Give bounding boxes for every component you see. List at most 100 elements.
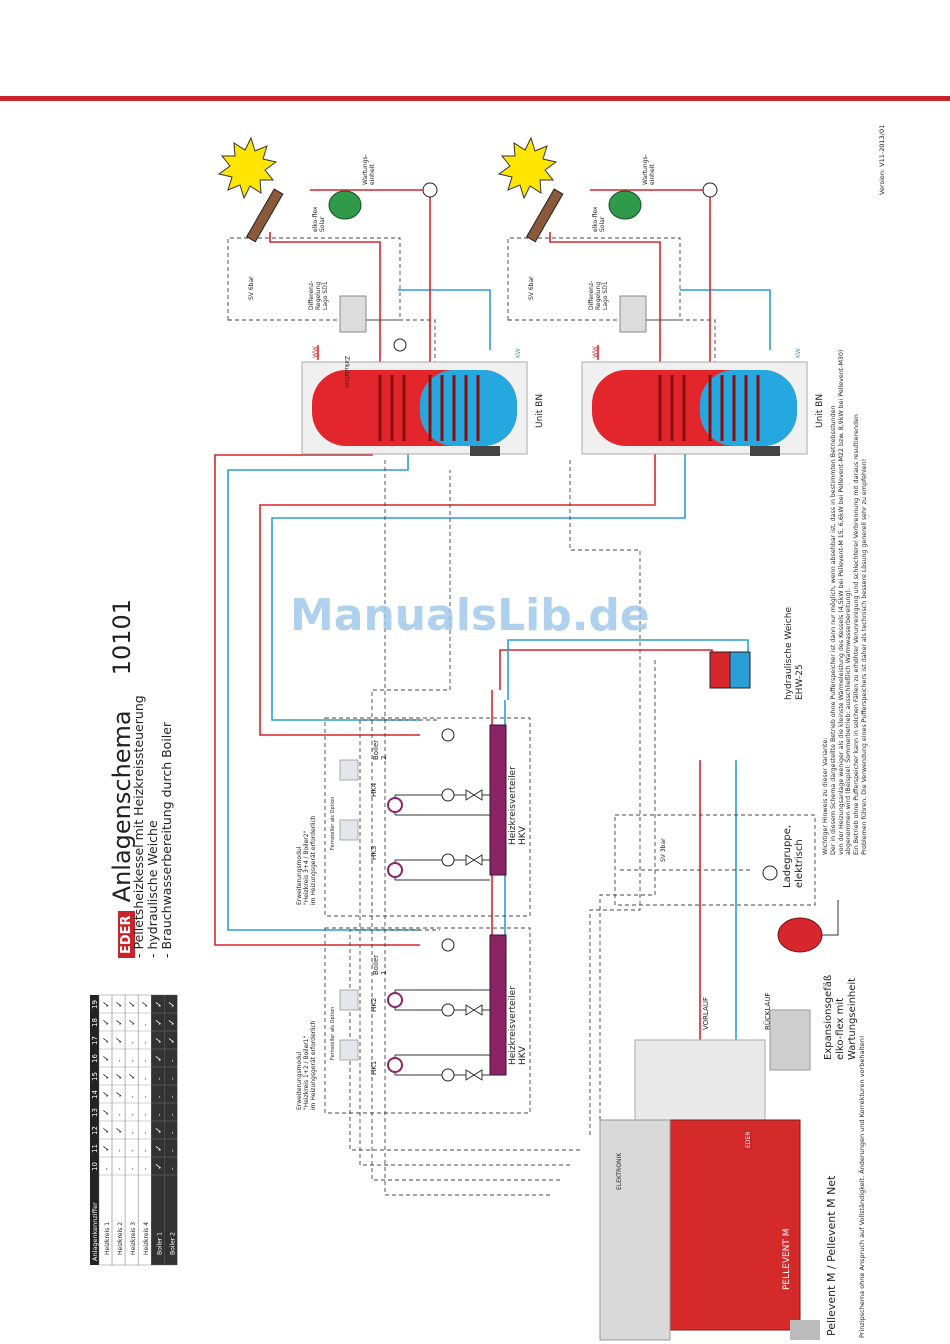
table-cell: - bbox=[142, 1167, 150, 1170]
differenz-label-2: Differenz- Regelung Lago SD1 bbox=[588, 281, 609, 310]
hkv-label-2: Heizkreisverteiler HKV bbox=[508, 766, 528, 845]
unit-bn-label-1: Unit BN bbox=[535, 393, 545, 428]
note-title: Wichtiger Hinweis zu dieser Variante: bbox=[822, 737, 829, 856]
ruecklauf-label: RÜCKLAUF bbox=[764, 992, 772, 1030]
erw2-line: "Heizkreis 3+4 / Boiler2" bbox=[303, 830, 310, 905]
table-cell: - bbox=[116, 1149, 124, 1152]
table-header-label: Anlagenkennziffer bbox=[91, 1202, 99, 1261]
table-cell: - bbox=[129, 1149, 137, 1152]
mixing-valves bbox=[465, 789, 483, 1081]
erw1-line: "Heizkreis 1+2 / Boiler1" bbox=[303, 1035, 310, 1110]
table-cell: - bbox=[129, 1041, 137, 1044]
anlagenkennziffer-table: Anlagenkennziffer10111213141516171819Hei… bbox=[90, 994, 178, 1266]
table-cell: - bbox=[155, 1077, 163, 1080]
boiler2-return bbox=[271, 445, 686, 721]
expansion-line: Expansionsgefäß bbox=[823, 974, 834, 1060]
table-cell: ✓ bbox=[154, 1126, 164, 1134]
table-cell: - bbox=[129, 1059, 137, 1062]
table-column-number: 15 bbox=[91, 1072, 99, 1081]
hkv-manifold-2 bbox=[489, 724, 507, 876]
sv6-label-2: SV 6bar bbox=[528, 276, 535, 300]
hk2-label: HK2 bbox=[370, 997, 378, 1012]
table-cell: - bbox=[142, 1023, 150, 1026]
table-cell: ✓ bbox=[141, 1000, 151, 1008]
erweiterungsmodul-2-frame bbox=[324, 717, 531, 917]
table-cell: ✓ bbox=[102, 1072, 112, 1080]
boiler2-flow bbox=[259, 445, 656, 736]
table-cell: ✓ bbox=[102, 1126, 112, 1134]
table-cell: - bbox=[142, 1059, 150, 1062]
room-sensors bbox=[339, 759, 359, 1061]
table-column-number: 14 bbox=[91, 1090, 99, 1099]
table-cell: - bbox=[142, 1149, 150, 1152]
table-column-number: 16 bbox=[91, 1054, 99, 1063]
table-column-number: 17 bbox=[91, 1036, 99, 1045]
wartung-label-2: Wartungs- einheit bbox=[642, 154, 656, 185]
erw1-line: Erweiterungsmodul bbox=[296, 1051, 303, 1110]
hk3-label: HK3 bbox=[370, 845, 378, 860]
table-cell: - bbox=[142, 1041, 150, 1044]
module-frames bbox=[324, 717, 816, 1114]
table-cell: - bbox=[129, 1095, 137, 1098]
table-cell: - bbox=[155, 1095, 163, 1098]
elko-solar-line: Solar bbox=[319, 216, 326, 232]
table-cell: ✓ bbox=[128, 1018, 138, 1026]
table-column-number: 19 bbox=[91, 1000, 99, 1009]
ww-label-1: WW bbox=[312, 346, 319, 358]
table-cell: - bbox=[129, 1167, 137, 1170]
feature-list: - Pelletsheizkessel mit Heizkreissteueru… bbox=[131, 695, 174, 958]
important-note: Wichtiger Hinweis zu dieser Variante: De… bbox=[822, 350, 869, 855]
feature-item: - Pelletsheizkessel mit Heizkreissteueru… bbox=[131, 695, 146, 958]
erw2-line: Erweiterungsmodul bbox=[296, 846, 303, 905]
boiler-brand-badge: EDER bbox=[745, 1129, 752, 1150]
table-row bbox=[164, 994, 178, 1266]
table-cell: ✓ bbox=[115, 1018, 125, 1026]
boiler1-label: Boiler 1 bbox=[372, 955, 388, 975]
elko-solar-label-1: elko-flex Solar bbox=[312, 207, 326, 232]
table-cell: ✓ bbox=[102, 1144, 112, 1152]
note-line: von der Heizungsanlage weniger als die k… bbox=[837, 349, 845, 855]
unit-bn-tank-2 bbox=[581, 361, 808, 456]
weiche-flow-pipe bbox=[499, 649, 713, 690]
table-cell: ✓ bbox=[154, 1054, 164, 1062]
boiler1-line: Boiler bbox=[372, 954, 380, 975]
table-cell: - bbox=[142, 1077, 150, 1080]
table-cell: - bbox=[129, 1113, 137, 1116]
ww-label-2: WW bbox=[592, 346, 599, 358]
table-cell: ✓ bbox=[128, 1000, 138, 1008]
control-wiring bbox=[227, 237, 750, 1196]
weiche-line: hydraulische Weiche bbox=[784, 606, 794, 700]
hkv-manifold-1 bbox=[489, 934, 507, 1076]
table-cell: - bbox=[116, 1113, 124, 1116]
watermark: ManualsLib.de bbox=[290, 590, 650, 641]
ladegruppe-line: Ladegruppe, bbox=[782, 824, 793, 888]
kw-label-1: KW bbox=[515, 348, 522, 358]
vorlauf-label: VORLAUF bbox=[702, 996, 710, 1030]
note-line: abgenommen wird (Beispiel: Sommerbetrieb… bbox=[845, 588, 853, 855]
table-cell: - bbox=[168, 1077, 176, 1080]
boiler2-label: Boiler 2 bbox=[372, 740, 388, 760]
table-cell: - bbox=[168, 1095, 176, 1098]
table-cell: ✓ bbox=[115, 1036, 125, 1044]
table-cell: - bbox=[168, 1059, 176, 1062]
table-cell: - bbox=[168, 1131, 176, 1134]
solar-expansion-vessels bbox=[328, 190, 642, 220]
hk1-label: HK1 bbox=[370, 1060, 378, 1075]
table-cell: - bbox=[129, 1131, 137, 1134]
table-cell: ✓ bbox=[167, 1018, 177, 1026]
expansion-vessel-label: Expansionsgefäß elko-flex mit Wartungsei… bbox=[823, 975, 859, 1060]
fernsteller-label-2: Fernsteller als Option bbox=[330, 796, 336, 850]
table-cell: - bbox=[168, 1113, 176, 1116]
table-cell: - bbox=[142, 1095, 150, 1098]
table-column-number: 11 bbox=[91, 1144, 99, 1153]
hkv-line: Heizkreisverteiler bbox=[508, 986, 518, 1065]
table-row-label: Heizkreis 1 bbox=[104, 1222, 111, 1255]
boiler-front-label: PELLEVENT M bbox=[782, 1228, 792, 1290]
elko-solar-line: elko-flex bbox=[312, 206, 319, 232]
table-cell: ✓ bbox=[102, 1108, 112, 1116]
note-line: Der in diesem Schema dargestellte Betrie… bbox=[829, 405, 837, 855]
weiche-label: hydraulische Weiche EHW-25 bbox=[784, 607, 806, 700]
solar-collectors bbox=[245, 188, 564, 243]
table-cell: ✓ bbox=[102, 1054, 112, 1062]
hk-dials bbox=[387, 797, 403, 1073]
